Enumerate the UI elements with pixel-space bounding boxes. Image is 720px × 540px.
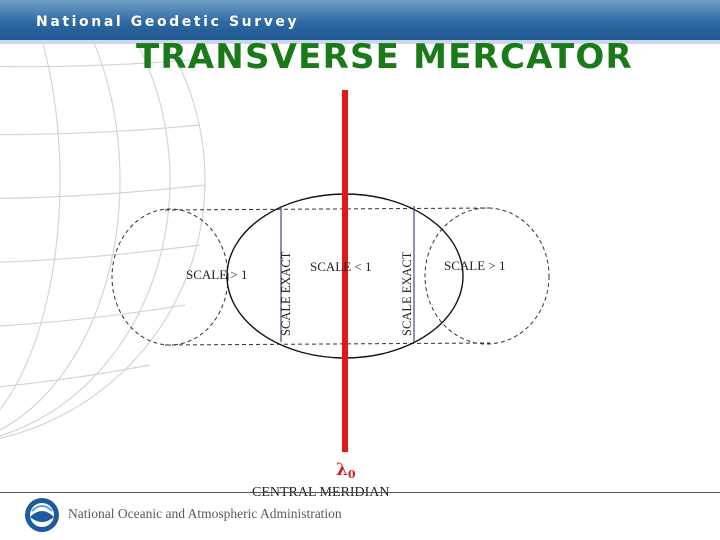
header-bar: National Geodetic Survey bbox=[0, 0, 720, 40]
center-scale-label: SCALE < 1 bbox=[310, 259, 372, 274]
right-scale-label: SCALE > 1 bbox=[444, 258, 506, 273]
left-exact-label: SCALE EXACT bbox=[279, 251, 293, 336]
cylinder-top-edge bbox=[164, 207, 491, 211]
cylinder-right-end bbox=[424, 207, 550, 345]
noaa-logo-icon bbox=[25, 498, 59, 532]
cylinder-bottom-edge bbox=[164, 342, 491, 346]
central-meridian-symbol: λ0 bbox=[336, 460, 356, 481]
footer-organization: National Oceanic and Atmospheric Adminis… bbox=[68, 506, 342, 521]
cylinder-left-end bbox=[111, 208, 229, 346]
footer-divider bbox=[0, 492, 720, 493]
right-exact-label: SCALE EXACT bbox=[400, 251, 414, 336]
agency-name: National Geodetic Survey bbox=[36, 14, 300, 30]
left-scale-label: SCALE > 1 bbox=[186, 267, 248, 282]
slide-title: TRANSVERSE MERCATOR bbox=[136, 37, 633, 77]
header-divider bbox=[0, 40, 720, 44]
